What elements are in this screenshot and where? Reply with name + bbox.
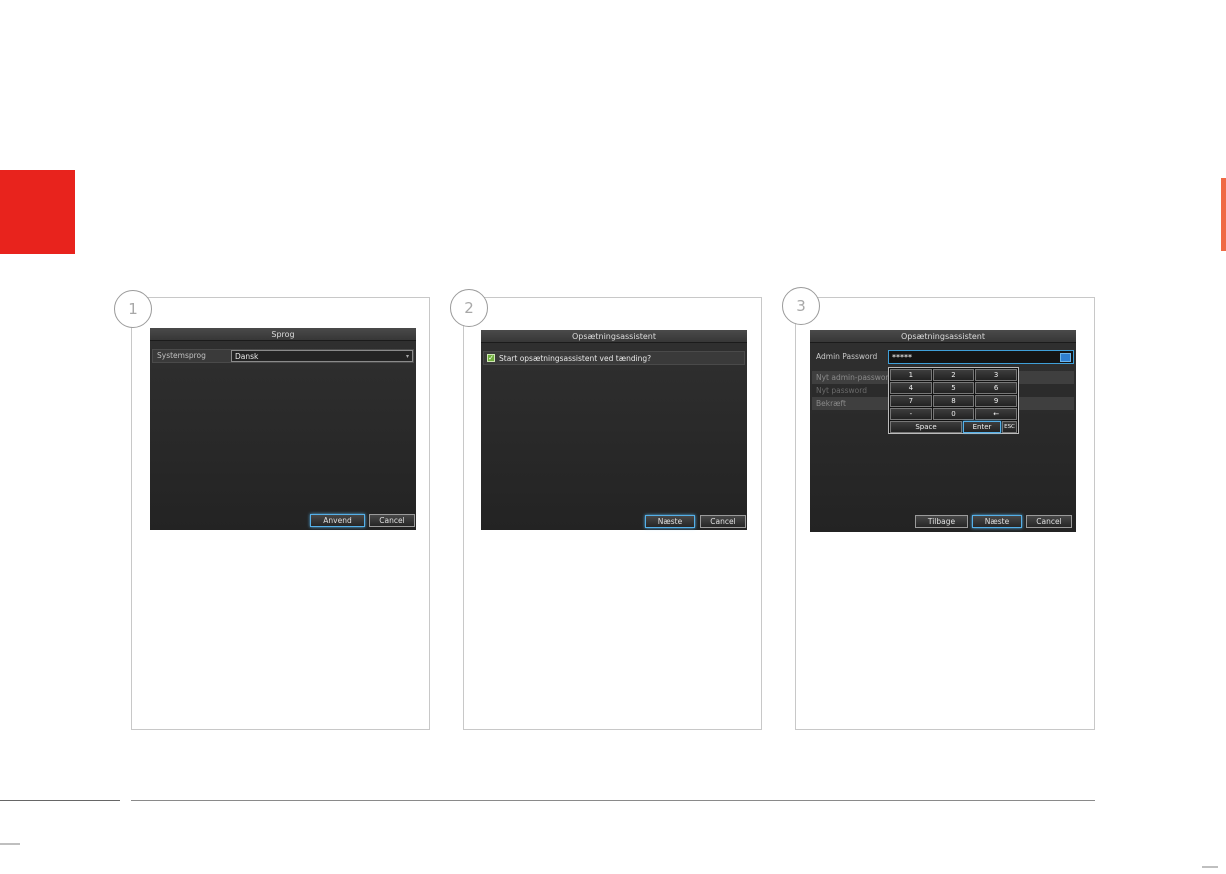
key-enter[interactable]: Enter bbox=[963, 421, 1001, 433]
key-4[interactable]: 4 bbox=[890, 382, 932, 394]
next-button[interactable]: Næste bbox=[972, 515, 1022, 528]
key-6[interactable]: 6 bbox=[975, 382, 1017, 394]
step-number-3: 3 bbox=[796, 297, 806, 315]
language-label: Systemsprog bbox=[157, 351, 206, 360]
step-circle-3: 3 bbox=[782, 287, 820, 325]
footer-rule-left bbox=[0, 800, 120, 801]
onscreen-keypad: 1 2 3 4 5 6 7 8 9 - 0 ← Space Enter ESC bbox=[888, 367, 1019, 434]
key-backspace[interactable]: ← bbox=[975, 408, 1017, 420]
dialog-titlebar: Sprog bbox=[150, 328, 416, 341]
keypad-number-grid: 1 2 3 4 5 6 7 8 9 - 0 ← bbox=[889, 368, 1018, 421]
footer-mark-left bbox=[0, 843, 20, 845]
next-button[interactable]: Næste bbox=[645, 515, 695, 528]
key-0[interactable]: 0 bbox=[932, 408, 975, 420]
key-3[interactable]: 3 bbox=[975, 369, 1017, 381]
step-number-1: 1 bbox=[128, 300, 138, 318]
dialog-title: Opsætningsassistent bbox=[571, 332, 657, 341]
admin-password-row: Admin Password ***** bbox=[812, 350, 1074, 364]
cancel-button[interactable]: Cancel bbox=[369, 514, 415, 527]
screenshot-language-dialog: Sprog Systemsprog Dansk ▾ Anvend Cancel bbox=[150, 328, 416, 530]
wizard-checkbox-row: ✓ Start opsætningsassistent ved tænding? bbox=[483, 351, 745, 365]
cancel-button[interactable]: Cancel bbox=[1026, 515, 1072, 528]
language-value: Dansk bbox=[235, 351, 259, 361]
dialog-title: Sprog bbox=[271, 330, 295, 339]
red-tab bbox=[0, 170, 75, 254]
key-1[interactable]: 1 bbox=[890, 369, 932, 381]
step-circle-1: 1 bbox=[114, 290, 152, 328]
admin-password-value: ***** bbox=[892, 352, 912, 362]
step-circle-2: 2 bbox=[450, 289, 488, 327]
right-edge-tab bbox=[1221, 178, 1226, 251]
dialog-title: Opsætningsassistent bbox=[900, 332, 986, 341]
admin-password-label: Admin Password bbox=[816, 352, 878, 361]
dropdown-arrow-icon: ▾ bbox=[405, 352, 409, 360]
key-esc[interactable]: ESC bbox=[1002, 421, 1017, 433]
screenshot-wizard-prompt: Opsætningsassistent ✓ Start opsætningsas… bbox=[481, 330, 747, 530]
back-button[interactable]: Tilbage bbox=[915, 515, 968, 528]
step-number-2: 2 bbox=[464, 299, 474, 317]
key-5[interactable]: 5 bbox=[932, 382, 975, 394]
key-7[interactable]: 7 bbox=[890, 395, 932, 407]
footer-rule-main bbox=[131, 800, 1095, 801]
dialog-titlebar: Opsætningsassistent bbox=[810, 330, 1076, 343]
language-row: Systemsprog Dansk ▾ bbox=[152, 349, 414, 363]
admin-password-input[interactable]: ***** bbox=[888, 350, 1074, 364]
cancel-button[interactable]: Cancel bbox=[700, 515, 746, 528]
key-8[interactable]: 8 bbox=[932, 395, 975, 407]
footer-mark-right bbox=[1202, 866, 1218, 868]
check-icon: ✓ bbox=[488, 353, 494, 362]
wizard-checkbox[interactable]: ✓ bbox=[487, 354, 495, 362]
keypad-toggle-icon[interactable] bbox=[1060, 352, 1071, 362]
wizard-checkbox-label: Start opsætningsassistent ved tænding? bbox=[499, 353, 652, 363]
keypad-bottom-row: Space Enter ESC bbox=[889, 421, 1018, 433]
dialog-titlebar: Opsætningsassistent bbox=[481, 330, 747, 343]
language-dropdown[interactable]: Dansk ▾ bbox=[231, 350, 413, 362]
key-9[interactable]: 9 bbox=[975, 395, 1017, 407]
key-2[interactable]: 2 bbox=[932, 369, 975, 381]
key-dash[interactable]: - bbox=[890, 408, 932, 420]
apply-button[interactable]: Anvend bbox=[310, 514, 365, 527]
key-space[interactable]: Space bbox=[890, 421, 962, 433]
screenshot-password-dialog: Opsætningsassistent Admin Password *****… bbox=[810, 330, 1076, 532]
